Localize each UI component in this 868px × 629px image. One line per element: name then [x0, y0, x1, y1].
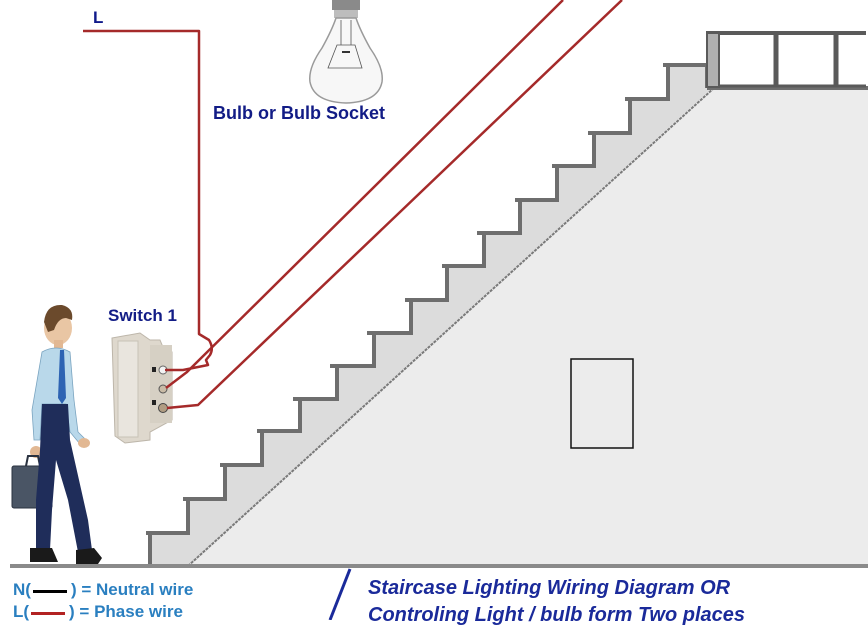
wall-switch-box: [570, 358, 634, 449]
phase-wire-swatch: [31, 611, 66, 615]
title-line-1: Staircase Lighting Wiring Diagram OR: [368, 577, 731, 599]
legend-phase-prefix: L(: [13, 602, 30, 621]
stair-steps-outline: [146, 63, 709, 566]
title-line-2: Controling Light / bulb form Two places: [368, 604, 746, 626]
traveller-wire-2: [166, 0, 623, 410]
wall-under-stairs: [188, 88, 868, 566]
person-walking-icon: [11, 304, 102, 564]
switch-1-label: Switch 1: [108, 306, 177, 325]
diagram-title: Staircase Lighting Wiring Diagram OR Con…: [368, 575, 745, 629]
phase-input-label: L: [93, 8, 104, 27]
bulb-label: Bulb or Bulb Socket: [213, 103, 386, 123]
title-slash-decoration: [328, 568, 352, 620]
wire-legend: N( ) = Neutral wire L( ) = Phase wire: [13, 579, 193, 623]
railing: [706, 31, 866, 88]
legend-phase: L( ) = Phase wire: [13, 601, 193, 623]
staircase: [10, 63, 868, 568]
legend-phase-text: ) = Phase wire: [69, 602, 183, 621]
two-way-switch-icon: [111, 332, 173, 444]
legend-neutral: N( ) = Neutral wire: [13, 579, 193, 601]
legend-neutral-text: ) = Neutral wire: [70, 580, 194, 599]
traveller-wire-1: [165, 0, 564, 389]
light-bulb-icon: [309, 0, 383, 104]
phase-wires: [83, 0, 623, 410]
neutral-wire-swatch: [32, 589, 67, 593]
legend-neutral-prefix: N(: [13, 580, 31, 599]
